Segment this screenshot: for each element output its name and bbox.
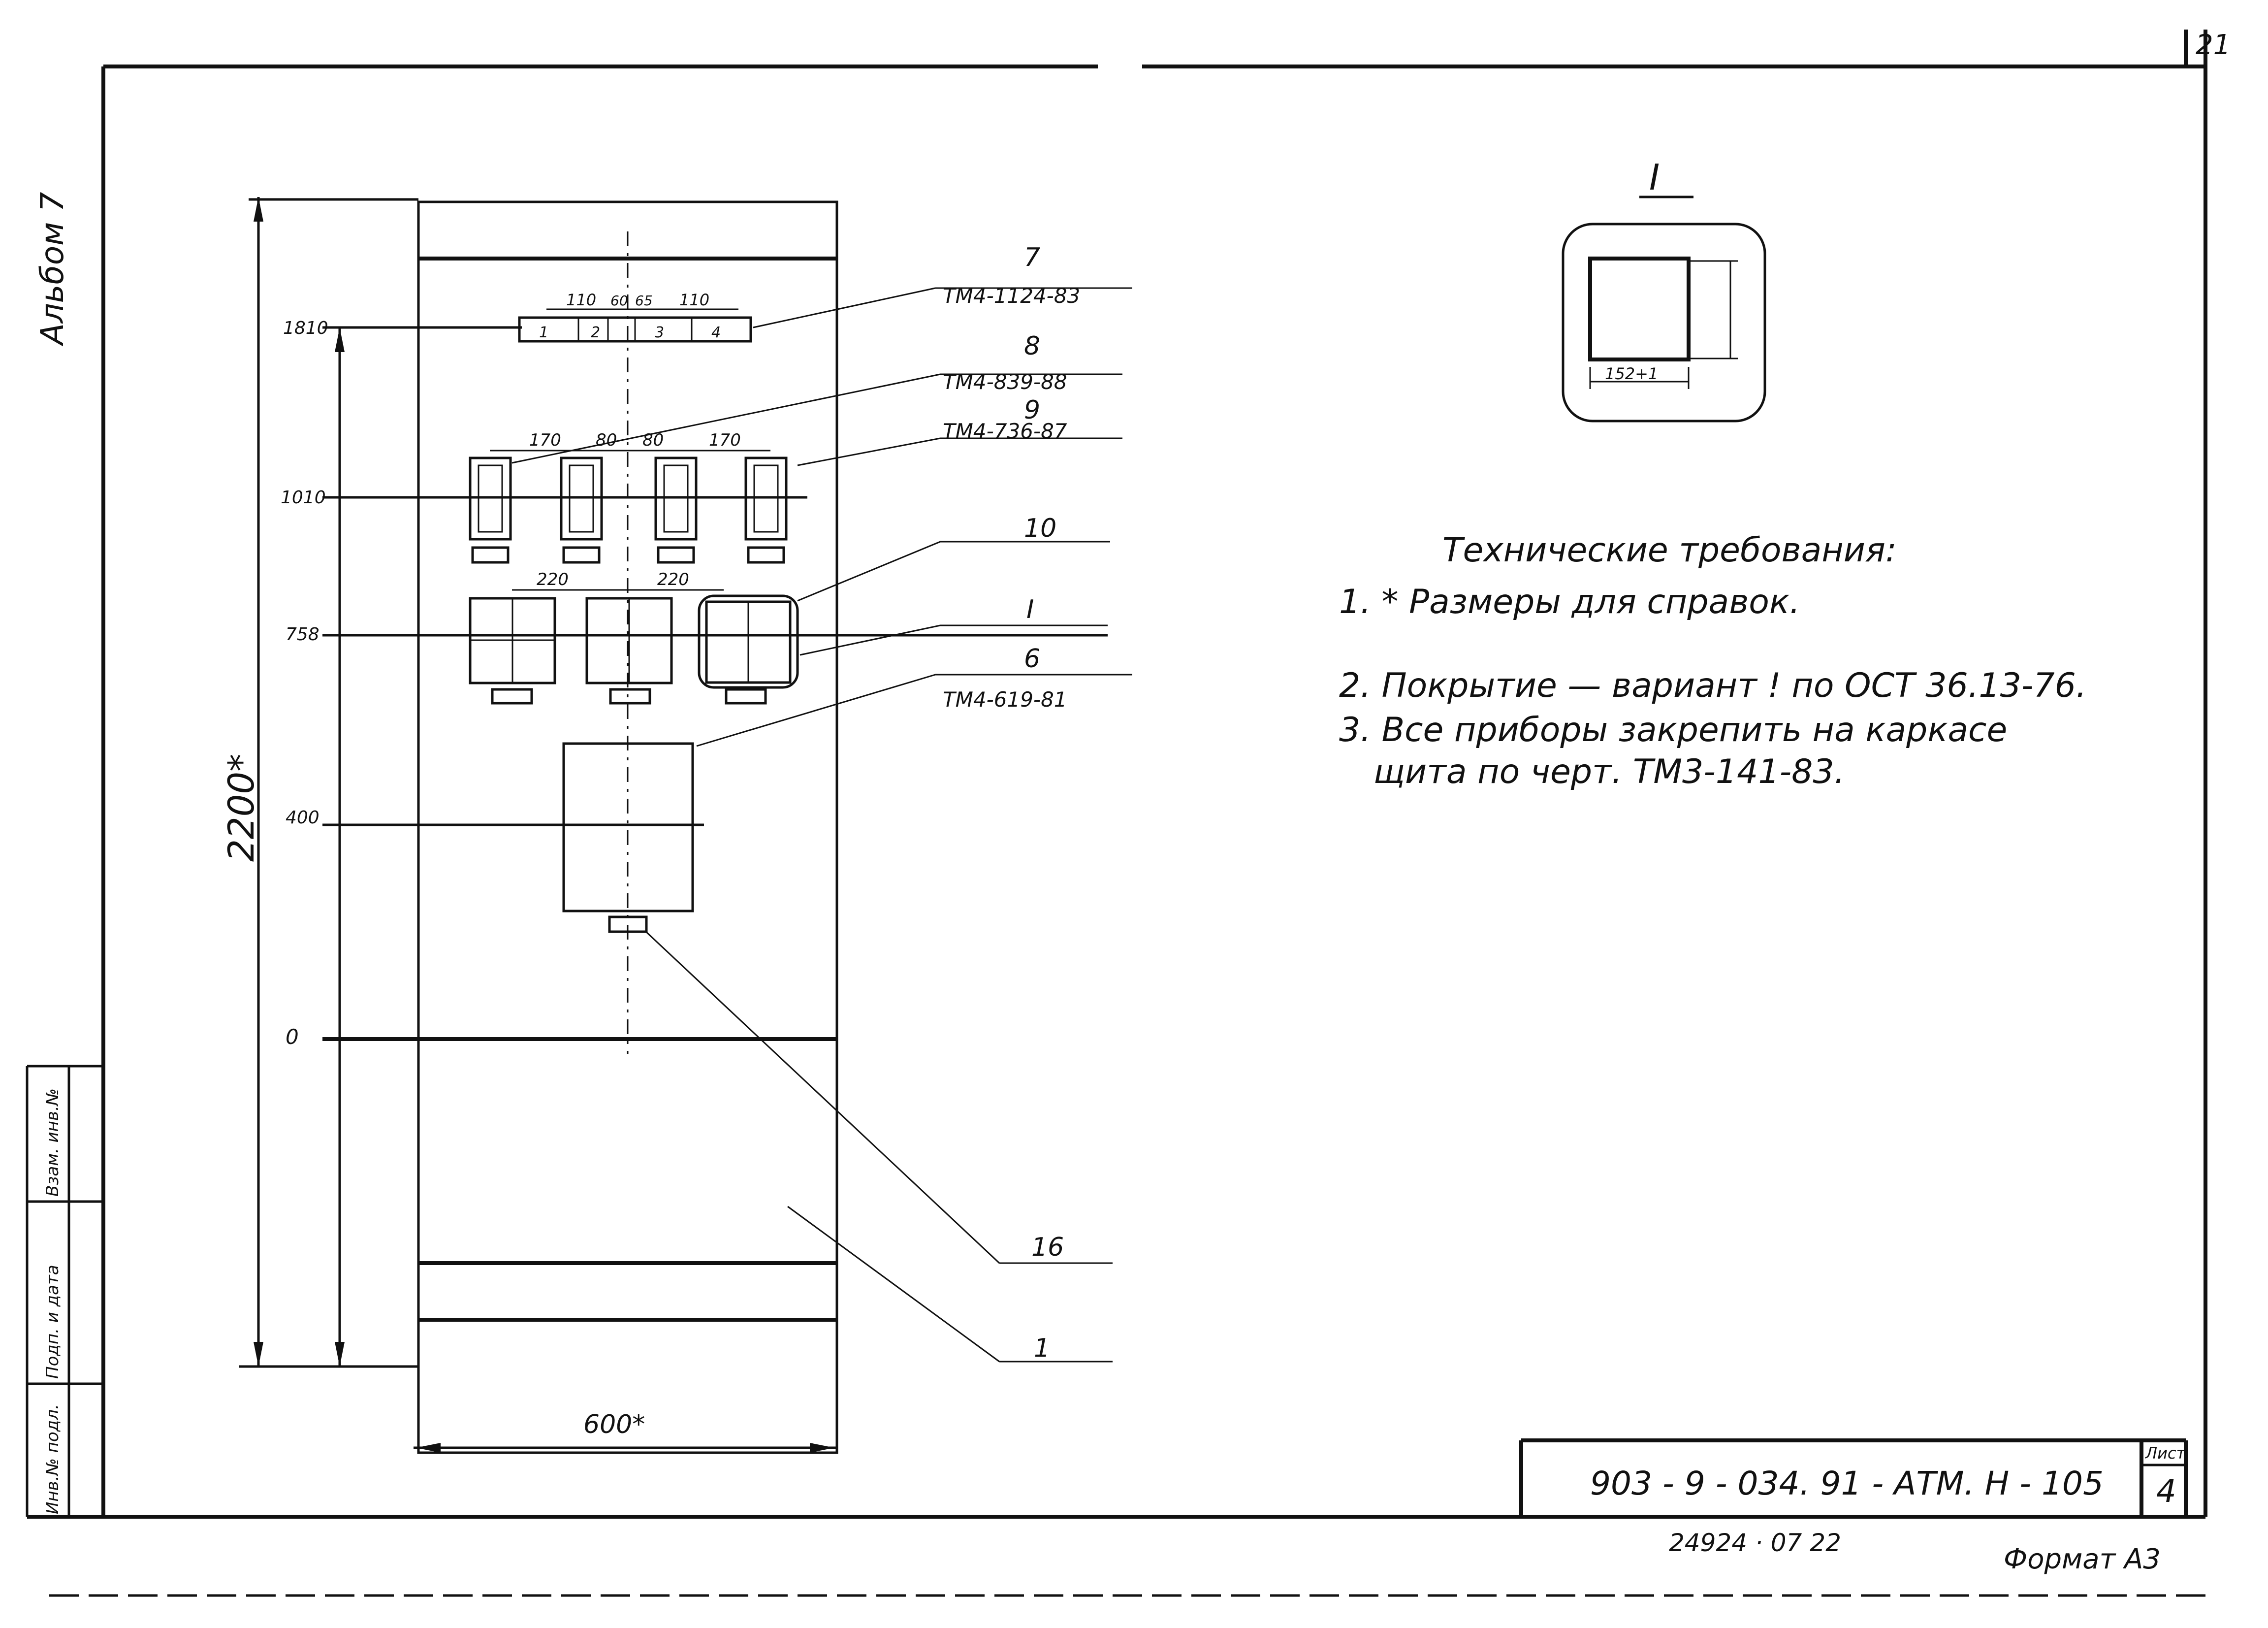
callout-8-ref: ТМ4-839-88	[943, 370, 1067, 394]
callout-7-pos: 7	[1024, 243, 1040, 272]
technical-requirements: Технические требования: 1. * Размеры для…	[1339, 531, 2087, 791]
large-instrument	[562, 742, 694, 933]
third-row-instruments: 220 220	[469, 570, 799, 705]
third-spacing-1: 220	[537, 570, 569, 589]
width-dimension-label: 600*	[583, 1410, 645, 1439]
top-spacing-4: 110	[679, 291, 709, 309]
archive-number: 24924 · 07 22	[1669, 1529, 1841, 1557]
width-dimension: 600*	[414, 1410, 837, 1453]
level-1010: 1010	[281, 488, 326, 508]
page-number: 21	[2196, 29, 2231, 61]
second-row-instruments: 170 80 80 170	[469, 430, 788, 564]
stamp-sign-date: Подп. и дата	[43, 1265, 63, 1379]
sheet-label: Лист	[2145, 1444, 2186, 1463]
callout-6-ref: ТМ4-619-81	[943, 687, 1067, 712]
callout-8-pos: 8	[1024, 331, 1040, 361]
callout-10-pos: 10	[1024, 514, 1056, 543]
second-spacing-1: 170	[529, 430, 561, 450]
top-row-instruments: 1 2 3 4 110 60 65 110	[518, 291, 752, 343]
top-instrument-2: 2	[591, 324, 600, 341]
requirement-3-cont: щита по черт. ТМ3-141-83.	[1374, 752, 1845, 791]
detail-label: I	[1649, 157, 1660, 198]
detail-dimension: 152+1	[1605, 364, 1658, 383]
level-1810: 1810	[283, 318, 328, 338]
title-block: 903 - 9 - 034. 91 - АТМ. Н - 105 Лист 4	[1519, 1438, 2188, 1517]
second-spacing-4: 170	[709, 430, 741, 450]
side-stamp: Инв.№ подл. Подп. и дата Взам. инв.№	[26, 1065, 105, 1517]
document-code: 903 - 9 - 034. 91 - АТМ. Н - 105	[1590, 1465, 2104, 1502]
top-instrument-3: 3	[655, 324, 664, 341]
stamp-replace-inv: Взам. инв.№	[43, 1088, 63, 1197]
detail-view-I: I 152+1	[1562, 157, 1766, 423]
level-758: 758	[286, 624, 319, 645]
requirement-2: 2. Покрытие — вариант ! по ОСТ 36.13-76.	[1339, 666, 2087, 705]
top-spacing-2: 60	[610, 293, 628, 309]
callout-6-pos: 6	[1024, 644, 1040, 674]
callout-16-pos: 16	[1031, 1233, 1064, 1262]
top-instrument-4: 4	[711, 324, 721, 341]
panel-body	[322, 200, 838, 1454]
callout-7-ref: ТМ4-1124-83	[943, 284, 1080, 308]
callout-labels: 7 ТМ4-1124-83 8 ТМ4-839-88 9 ТМ4-736-87 …	[943, 243, 1080, 1363]
callout-9-pos: 9	[1024, 395, 1040, 425]
album-label: Альбом 7	[34, 192, 71, 347]
top-spacing-3: 65	[635, 293, 653, 309]
level-marks: 1810 1010 758 400 0	[281, 318, 1108, 1049]
callout-1-pos: 1	[1034, 1334, 1050, 1363]
callout-leaders	[511, 287, 1132, 1363]
top-spacing-1: 110	[566, 291, 596, 309]
callout-I-pos: I	[1026, 595, 1034, 624]
height-dimension-label: 2200*	[221, 754, 262, 862]
callout-9-ref: ТМ4-736-87	[943, 419, 1067, 443]
requirement-3: 3. Все приборы закрепить на каркасе	[1339, 711, 2007, 749]
level-0: 0	[286, 1025, 299, 1049]
height-dimension: 2200*	[221, 197, 418, 1368]
second-spacing-2: 80	[596, 430, 617, 450]
sheet-frame	[27, 30, 2215, 1597]
level-400: 400	[286, 808, 319, 828]
stamp-inv-no: Инв.№ подл.	[43, 1404, 63, 1514]
format-label: Формат А3	[2004, 1543, 2161, 1575]
top-instrument-1: 1	[539, 324, 548, 341]
requirements-title: Технические требования:	[1442, 531, 1897, 570]
sheet-number: 4	[2156, 1473, 2176, 1510]
requirement-1: 1. * Размеры для справок.	[1339, 583, 1800, 621]
third-spacing-2: 220	[657, 570, 689, 589]
